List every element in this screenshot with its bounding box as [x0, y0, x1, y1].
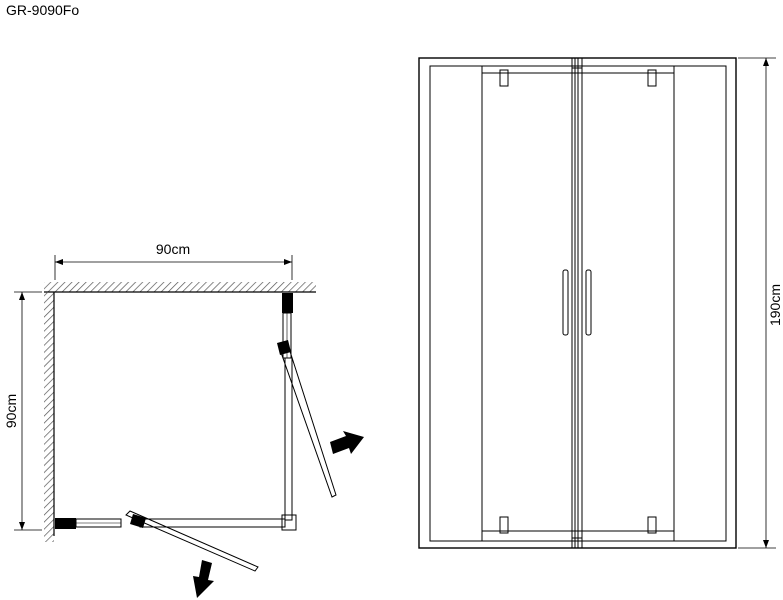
- corner-post: [281, 514, 297, 531]
- hinge-top-left: [499, 69, 509, 87]
- plan-view: 90cm 90cm: [3, 241, 364, 598]
- right-door-front: [581, 72, 675, 532]
- bottom-frame: [139, 518, 286, 528]
- open-arrow-down-icon: [193, 560, 214, 598]
- left-door-front: [481, 72, 573, 532]
- width-label: 90cm: [156, 241, 190, 257]
- hinge-top-right: [647, 69, 657, 87]
- front-elevation: [418, 57, 776, 549]
- top-wall-hatch: [44, 282, 316, 292]
- height-label: 190cm: [767, 284, 783, 326]
- depth-label: 90cm: [3, 394, 19, 428]
- open-arrow-right-icon: [330, 431, 364, 454]
- right-frame: [284, 357, 293, 521]
- model-title: GR-9090Fo: [6, 2, 80, 18]
- right-door-hinge: [277, 340, 291, 355]
- right-swing-door: [277, 340, 337, 498]
- height-dimension: [738, 57, 776, 549]
- right-fixed-panel-front: [673, 65, 727, 542]
- left-fixed-panel-front: [429, 65, 483, 542]
- bottom-wall-hinge: [55, 518, 76, 529]
- hinge-bottom-left: [499, 516, 509, 534]
- left-wall-hatch: [44, 292, 54, 542]
- width-dimension: 90cm: [54, 241, 293, 280]
- bottom-door-hinge: [130, 514, 146, 528]
- top-mullion-cap: [571, 57, 583, 69]
- depth-dimension: 90cm: [3, 291, 42, 531]
- left-door-handle: [562, 269, 569, 336]
- bottom-swing-door: [125, 510, 259, 572]
- bottom-mullion-cap: [571, 537, 583, 549]
- right-door-handle: [585, 269, 592, 336]
- right-wall-hinge: [282, 293, 293, 313]
- hinge-bottom-right: [647, 516, 657, 534]
